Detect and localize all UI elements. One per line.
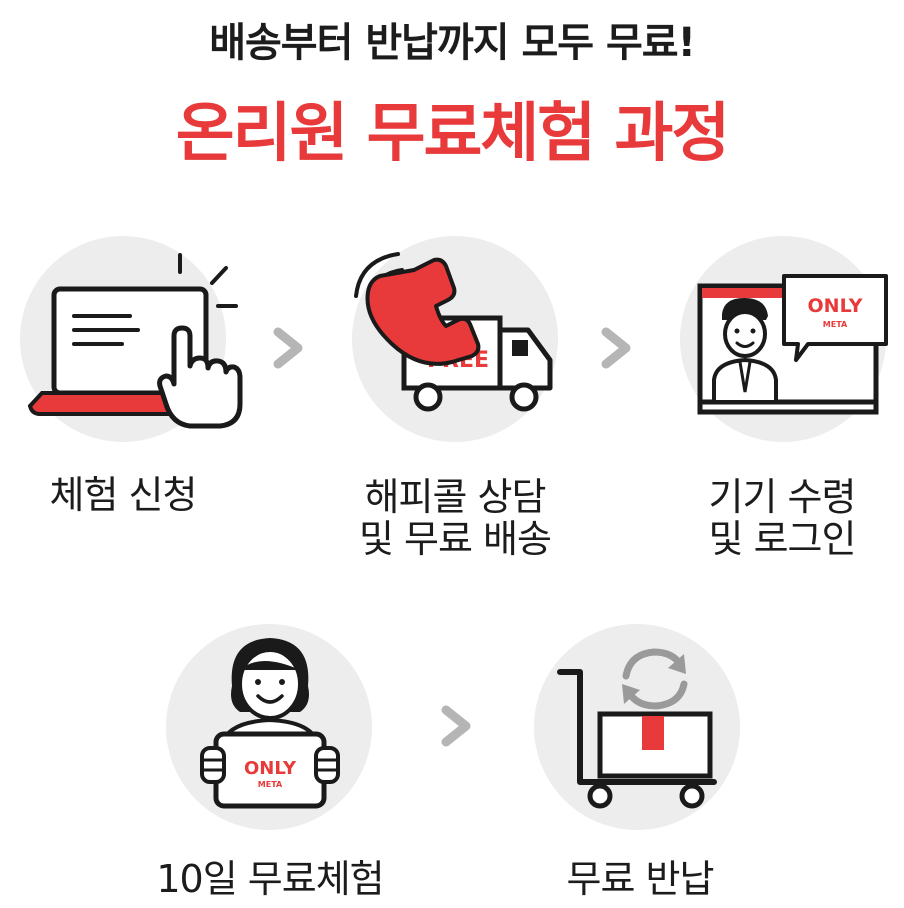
onlymeta-logo-subtext: META [823,320,848,329]
chevron-right-icon [273,327,303,369]
page-title: 온리원 무료체험 과정 [175,97,730,171]
page-subtitle: 배송부터 반납까지 모두 무료! [209,20,696,66]
step-label: 체험 신청 [49,473,198,517]
step-label: 해피콜 상담 및 무료 배송 [359,475,552,561]
onlymeta-logo-subtext: META [258,780,283,789]
chevron-right-icon [441,705,471,747]
step-label: 무료 반납 [566,857,715,901]
step-label: 10일 무료체험 [156,857,384,901]
onlymeta-logo-text: ONLY [244,758,297,779]
step-label: 기기 수령 및 로그인 [708,475,857,561]
chevron-right-icon [601,327,631,369]
onlymeta-logo-text: ONLY [808,295,863,317]
